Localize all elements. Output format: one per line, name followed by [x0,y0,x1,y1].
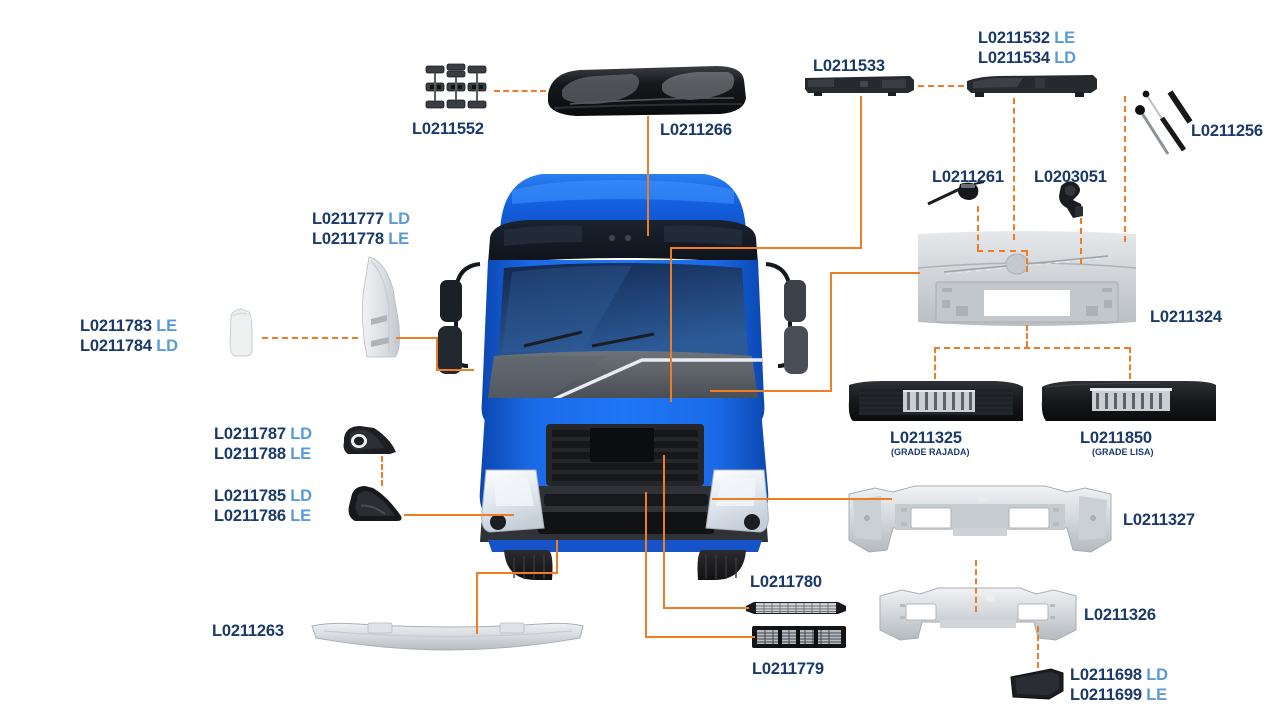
part-l0211327-bumper [845,482,1115,562]
label-l0211552: L0211552 [412,120,484,138]
label-l0211699: L0211699 LE [1070,686,1167,704]
label-l0211532: L0211532 LE [978,29,1075,47]
label-l0211327: L0211327 [1123,511,1195,529]
connector-to-l0211850 [1129,347,1131,379]
connector-deflector-vertical [436,337,438,369]
part-l0211783-l0211784-cap [227,308,255,358]
connector-l0211533-to-truck [670,247,672,402]
connector-l0211263-to-wheel [556,540,558,574]
connector-l0211261-to-panel [1026,250,1028,272]
label-l0211324: L0211324 [1150,308,1222,326]
connector-l0211787-down [381,456,383,486]
label-l0211261: L0211261 [932,168,1004,186]
connector-l0211261-horizontal [977,250,1027,252]
part-l0211552-brackets [424,62,488,110]
connector-l0211263-horizontal [476,572,556,574]
part-l0211785-l0211786-trim [345,484,407,524]
label-l0211788: L0211788 LE [214,445,311,463]
connector-l0211533-vertical [860,96,862,248]
part-l0211787-l0211788-bracket [340,424,398,456]
label-l0211533: L0211533 [813,57,885,75]
connector-truck-to-l0211327 [712,498,892,500]
label-l0203051: L0203051 [1034,168,1107,186]
label-l0211325: L0211325 [890,429,962,447]
label-l0211787: L0211787 LD [214,425,312,443]
label-l0211534: L0211534 LD [978,49,1076,67]
connector-l0211552-to-l0211266 [494,90,546,92]
part-l0211261-bracket [927,180,988,208]
label-l0211850: L0211850 [1080,429,1152,447]
label-l0211698: L0211698 LD [1070,666,1168,684]
connector-l0203051-down [1080,218,1082,264]
label-l0211784: L0211784 LD [80,337,178,355]
connector-l0211266-to-truck [647,116,649,236]
connector-truck-to-l0211324-vertical [830,272,832,390]
connector-deflector-to-cab [436,369,474,371]
connector-l0211779-vertical [645,492,647,637]
part-l0211780-lower-grille [746,600,846,616]
part-l0211777-l0211778-deflector [355,255,407,360]
connector-l0211533-to-l0211532 [918,85,964,87]
part-l0211324-front-panel [916,228,1138,332]
part-l0211326-bumper [878,586,1078,648]
label-l0211777: L0211777 LD [312,210,410,228]
connector-l0211327-to-l0211326 [975,560,977,612]
part-l0211532-l0211534-trim [965,73,1099,99]
label-l0211785: L0211785 LD [214,487,312,505]
connector-l0211533-horizontal [670,247,862,249]
part-l0211779-lower-grille [752,626,846,648]
label-l0211326: L0211326 [1084,606,1156,624]
part-l0211850-grille-smooth [1040,379,1218,425]
connector-l0211326-to-l0211698 [1037,626,1039,668]
connector-l0211256-down [1124,96,1126,242]
connector-l0211261-down [977,206,979,250]
connector-l0211532-down [1013,98,1015,240]
part-l0211256-gas-struts [1134,84,1204,160]
label-l0211779: L0211779 [752,660,824,678]
label-l0211325-note: (GRADE RAJADA) [891,447,970,457]
connector-truck-to-l0211324 [830,272,920,274]
label-l0211850-note: (GRADE LISA) [1092,447,1154,457]
connector-to-l0211325 [934,347,936,379]
connector-l0211263-vertical [476,572,478,634]
part-l0211533-trim [804,74,916,98]
part-l0211266-roof-spoiler [540,64,750,118]
label-l0211786: L0211786 LE [214,507,311,525]
connector-grille-bracket [934,347,1130,349]
truck-front-illustration [432,160,812,580]
connector-l0211779-horizontal [645,636,755,638]
connector-deflector-to-truck [396,337,438,339]
connector-l0211780-horizontal [663,607,749,609]
connector-l0211785-to-truck [404,514,514,516]
connector-l0211324-down [1026,325,1028,347]
connector-l0211780-vertical [663,455,665,608]
part-l0203051-clip [1055,178,1089,220]
label-l0211783: L0211783 LE [80,317,177,335]
label-l0211778: L0211778 LE [312,230,409,248]
connector-l0211783-to-deflector [262,337,358,339]
part-l0211325-grille-ribbed [847,379,1025,425]
connector-truck-hood-line [710,390,832,392]
part-l0211263-lower-spoiler [310,620,585,652]
label-l0211780: L0211780 [750,573,822,591]
part-l0211698-l0211699-cover [1009,667,1065,701]
label-l0211256: L0211256 [1191,122,1263,140]
label-l0211263: L0211263 [212,622,284,640]
label-l0211266: L0211266 [660,121,732,139]
